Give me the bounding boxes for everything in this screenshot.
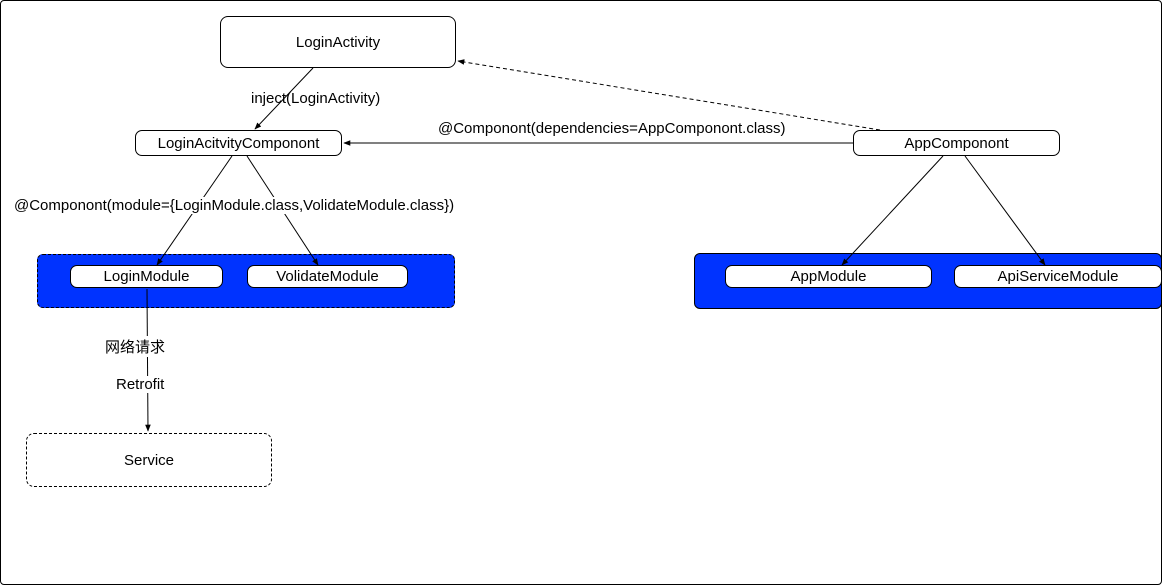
edge-label-inject: inject(LoginActivity) (251, 90, 381, 107)
node-api-service-module-label: ApiServiceModule (997, 268, 1119, 285)
node-api-service-module[interactable]: ApiServiceModule (954, 265, 1162, 288)
node-app-component[interactable]: AppComponont (853, 130, 1060, 156)
node-service[interactable]: Service (26, 433, 272, 487)
edge-label-dependencies: @Componont(dependencies=AppComponont.cla… (438, 120, 786, 137)
node-volidate-module[interactable]: VolidateModule (247, 265, 408, 288)
node-login-module[interactable]: LoginModule (70, 265, 223, 288)
node-login-module-label: LoginModule (103, 268, 190, 285)
node-login-activity-component-label: LoginAcitvityComponont (157, 134, 320, 152)
node-app-component-label: AppComponont (904, 134, 1009, 152)
node-app-module-label: AppModule (790, 268, 867, 285)
node-volidate-module-label: VolidateModule (276, 268, 379, 285)
node-service-label: Service (123, 451, 175, 469)
node-login-activity[interactable]: LoginActivity (220, 16, 456, 68)
edge-label-modules: @Componont(module={LoginModule.class,Vol… (14, 197, 455, 214)
node-login-activity-component[interactable]: LoginAcitvityComponont (135, 130, 342, 156)
node-app-module[interactable]: AppModule (725, 265, 932, 288)
node-login-activity-label: LoginActivity (295, 33, 381, 51)
edge-label-retrofit: Retrofit (116, 376, 165, 393)
edge-label-network-request: 网络请求 (105, 336, 166, 357)
